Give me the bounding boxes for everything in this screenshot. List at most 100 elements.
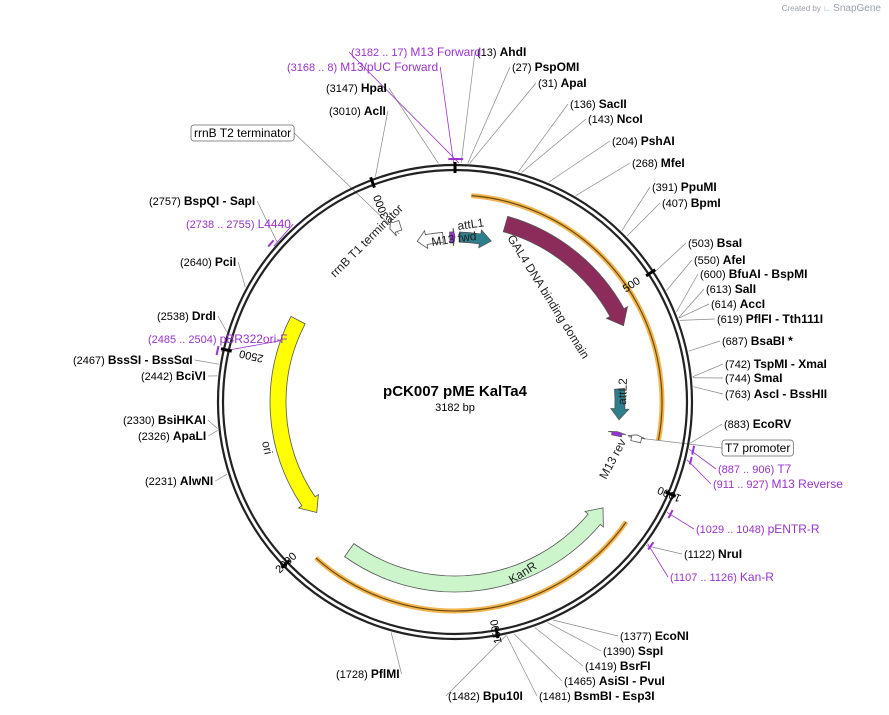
primer-leader-line (348, 51, 460, 164)
enzyme-position: (2538) (157, 311, 192, 323)
enzyme-name: SalI (735, 282, 756, 296)
enzyme-label-acci: (614) AccI (711, 297, 765, 311)
primer-position: (3168 .. 8) (287, 62, 340, 74)
enzyme-name: SspI (638, 644, 663, 658)
enzyme-position: (13) (477, 47, 500, 59)
primer-leader-line (221, 338, 290, 352)
enzyme-position: (613) (706, 284, 735, 296)
enzyme-position: (1481) (539, 691, 574, 703)
leader-line (256, 200, 278, 243)
boxed-label-t7-promoter: T7 promoter (725, 441, 790, 455)
enzyme-label-asisi-pvui: (1465) AsiSI - PvuI (564, 674, 665, 688)
enzyme-label-tspmi-xmai: (742) TspMI - XmaI (725, 357, 827, 371)
primer-leader-line (439, 66, 454, 164)
enzyme-label-bsmbi-esp3i: (1481) BsmBI - Esp3I (539, 689, 655, 703)
leader-line (375, 110, 389, 177)
enzyme-label-sacii: (136) SacII (570, 97, 627, 111)
enzyme-name: BspQI - SapI (184, 194, 255, 208)
primer-label-m13-forward: (3182 .. 17) M13 Forward (351, 45, 481, 59)
leader-line (621, 186, 651, 231)
primer-leader-line (689, 449, 717, 470)
primer-label-m13-reverse: (911 .. 927) M13 Reverse (713, 477, 843, 491)
tick-label: 1000 (656, 483, 683, 504)
leader-line (208, 430, 218, 437)
enzyme-position: (2326) (138, 431, 173, 443)
boxed-label-rrnb-t2-terminator: rrnB T2 terminator (194, 126, 291, 140)
enzyme-position: (143) (588, 114, 617, 126)
enzyme-position: (744) (725, 373, 754, 385)
leader-line (469, 82, 537, 164)
boxed-feature-labels: rrnB T2 terminator T7 promoter (190, 124, 794, 457)
plasmid-center: pCK007 pME KalTa4 3182 bp (383, 383, 528, 414)
feature-arrow-m13-rev (608, 431, 627, 438)
enzyme-name: BsaI (717, 236, 742, 250)
enzyme-label-nrui: (1122) NruI (684, 547, 742, 561)
enzyme-label-ncoi: (143) NcoI (588, 112, 643, 126)
primer-name: pBR322ori-F (220, 332, 288, 346)
enzyme-label-bsai: (503) BsaI (688, 236, 742, 250)
primer-name: M13/pUC Forward (340, 60, 438, 74)
enzyme-position: (1390) (603, 646, 638, 658)
enzyme-position: (619) (717, 314, 746, 326)
feature-arrow-gal4-dna-binding-domain (502, 215, 629, 327)
enzyme-name: AclI (364, 104, 386, 118)
enzyme-name: PpuMI (681, 180, 717, 194)
enzyme-position: (407) (662, 198, 691, 210)
enzyme-name: AscI - BssHII (754, 387, 827, 401)
leader-line (217, 315, 227, 332)
enzyme-labels: (13) AhdI(27) PspOMI(31) ApaI(136) SacII… (73, 45, 827, 703)
enzyme-label-hpai: (3147) HpaI (326, 81, 387, 95)
primer-position: (3182 .. 17) (351, 47, 410, 59)
enzyme-name: AfeI (723, 253, 746, 267)
enzyme-label-apai: (31) ApaI (538, 76, 587, 90)
boxed-leader-line (293, 132, 400, 235)
tick-mark (664, 490, 677, 498)
enzyme-name: BssSI - BssSαI (108, 353, 193, 367)
enzyme-position: (2757) (149, 196, 184, 208)
plasmid-name: pCK007 pME KalTa4 (383, 383, 528, 400)
enzyme-position: (2231) (145, 476, 180, 488)
feature-label-attl1: attL1 (456, 215, 485, 233)
leader-line (518, 103, 569, 172)
leader-line (467, 66, 511, 164)
primer-name: T7 (777, 462, 791, 476)
enzyme-position: (742) (725, 359, 754, 371)
feature-arrow-m13-fwd (449, 227, 456, 247)
enzyme-name: BsrFI (620, 659, 651, 673)
tick-mark (645, 268, 657, 278)
enzyme-name: BpmI (691, 196, 721, 210)
enzyme-name: PshAI (641, 134, 675, 148)
enzyme-name: BsiHKAI (158, 413, 206, 427)
enzyme-name: BciVI (176, 369, 206, 383)
tick-label: 1500 (489, 618, 505, 644)
enzyme-label-bsabi: (687) BsaBI * (722, 334, 793, 348)
enzyme-position: (3010) (329, 106, 364, 118)
plasmid-size: 3182 bp (435, 402, 475, 414)
enzyme-label-sali: (613) SalI (706, 282, 756, 296)
enzyme-name: NruI (718, 547, 742, 561)
enzyme-label-pspomi: (27) PspOMI (512, 60, 579, 74)
leader-line (654, 242, 687, 272)
enzyme-name: SacII (599, 97, 627, 111)
enzyme-name: BfuAI - BspMI (729, 267, 808, 281)
primer-position: (1029 .. 1048) (696, 524, 768, 536)
enzyme-label-alwni: (2231) AlwNI (145, 474, 213, 488)
enzyme-label-acli: (3010) AclI (329, 104, 386, 118)
enzyme-label-pcii: (2640) PciI (180, 255, 236, 269)
boxed-label-frame (190, 124, 295, 142)
enzyme-name: PflMI (371, 667, 400, 681)
primer-mark (215, 345, 220, 356)
leader-line (460, 51, 476, 164)
orange-arc-core (471, 195, 663, 441)
feature-arrow-kanr (344, 507, 604, 593)
leader-line (676, 273, 699, 313)
primer-position: (911 .. 927) (713, 479, 772, 491)
enzyme-name: PflFI - Tth111I (746, 312, 823, 326)
tick-label: 2500 (238, 347, 265, 364)
primer-mark (688, 456, 693, 465)
leader-line (215, 473, 228, 482)
leader-line (679, 318, 716, 321)
primer-name: L4440 (258, 217, 292, 231)
enzyme-position: (2442) (141, 371, 176, 383)
